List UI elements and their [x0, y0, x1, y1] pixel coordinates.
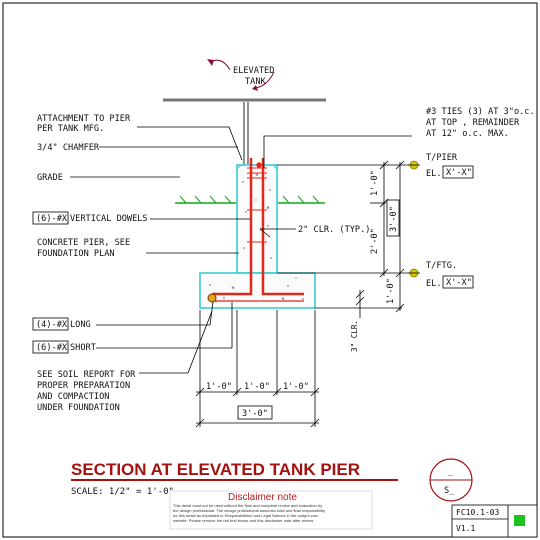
- dowels-tag: (6)-#X: [36, 214, 68, 224]
- pier-label-1: CONCRETE PIER, SEE: [37, 238, 130, 248]
- section-bubble: [429, 458, 473, 502]
- disclaimer-line-3: for this detail as explained in Responsi…: [173, 513, 319, 518]
- ties-label-3: AT 12" o.c. MAX.: [426, 129, 509, 139]
- dim-w2: 1'-0": [244, 382, 270, 392]
- leaders-right: [259, 135, 412, 309]
- elevation-marker-tpier: [408, 160, 420, 170]
- tpier-label: T/PIER: [426, 153, 458, 163]
- status-indicator: [514, 515, 525, 526]
- block-version: V1.1: [456, 524, 475, 533]
- elevation-marker-tftg: [408, 268, 420, 278]
- soil-label-3: AND COMPACTION: [37, 392, 109, 402]
- dim-w-total-box: [237, 405, 273, 420]
- dim-ftg-depth: 1'-0": [386, 278, 396, 304]
- tftg-label: T/FTG.: [426, 261, 457, 271]
- elevated-tank-label-1: ELEVATED: [233, 66, 274, 76]
- tpier-el: X'-X": [446, 168, 472, 178]
- long-tag: (4)-#X: [36, 320, 68, 330]
- tftg-el-prefix: EL.: [426, 279, 442, 289]
- clear-3in: 3" CLR.: [350, 320, 359, 352]
- clear-typ-label: 2" CLR. (TYP.): [298, 225, 370, 235]
- dowels-label: VERTICAL DOWELS: [70, 214, 148, 224]
- concrete-stipple: [209, 173, 304, 303]
- ties-label-2: AT TOP , REMAINDER: [426, 118, 520, 128]
- dim-pier-2: 2'-0": [370, 228, 380, 254]
- section-title: SECTION AT ELEVATED TANK PIER: [71, 460, 360, 479]
- tpier-el-prefix: EL.: [426, 169, 442, 179]
- vertical-dimensions: [355, 160, 405, 318]
- block-code: FC10.1-03: [456, 508, 500, 517]
- pier-label-2: FOUNDATION PLAN: [37, 249, 115, 259]
- leaders-left: [70, 126, 250, 374]
- soil-label-2: PROPER PREPARATION: [37, 381, 130, 391]
- tpier-el-box: [442, 165, 474, 179]
- scale-label: SCALE: 1/2" = 1'-0": [71, 487, 174, 497]
- rebar: [212, 158, 304, 302]
- disclaimer-box: [169, 490, 373, 530]
- dowels-tag-box: [32, 211, 69, 225]
- tftg-el: X'-X": [446, 278, 472, 288]
- bubble-top: _: [448, 467, 454, 477]
- disclaimer-line-2: the design professional. The design prof…: [173, 508, 325, 513]
- long-label: LONG: [70, 320, 91, 330]
- short-tag: (6)-#X: [36, 343, 68, 353]
- attachment-label-2: PER TANK MFG.: [37, 124, 104, 134]
- disclaimer-line-4: website. Please remove the red text boxe…: [173, 518, 314, 523]
- dim-pier-total: 3'-0": [389, 206, 399, 232]
- dim-w-total: 3'-0": [242, 409, 268, 419]
- tftg-el-box: [442, 275, 474, 289]
- concrete-footing: [199, 272, 316, 309]
- bubble-bottom: S_: [444, 486, 455, 496]
- long-tag-box: [32, 317, 69, 331]
- grade-label: GRADE: [37, 173, 63, 183]
- grade-line: [175, 195, 325, 204]
- dim-pier-1: 1'-0": [370, 170, 380, 196]
- attachment-label-1: ATTACHMENT TO PIER: [37, 114, 131, 124]
- horizontal-dimensions: [195, 310, 320, 428]
- elevated-tank-label-2: TANK: [245, 77, 267, 87]
- short-tag-box: [32, 340, 69, 354]
- soil-label-1: SEE SOIL REPORT FOR: [37, 370, 136, 380]
- dim-w1: 1'-0": [206, 382, 232, 392]
- long-bar-section: [207, 293, 217, 303]
- disclaimer-title: Disclaimer note: [228, 492, 297, 503]
- chamfer-label: 3/4" CHAMFER: [37, 143, 100, 153]
- soil-label-4: UNDER FOUNDATION: [37, 403, 120, 413]
- short-label: SHORT: [70, 343, 96, 353]
- dim-pier-total-box: [386, 199, 400, 237]
- tank-assembly: [163, 59, 326, 164]
- disclaimer-line-1: This detail must not be used without the…: [173, 503, 322, 508]
- dim-w3: 1'-0": [283, 382, 309, 392]
- ties-label-1: #3 TIES (3) AT 3"o.c.: [426, 107, 535, 117]
